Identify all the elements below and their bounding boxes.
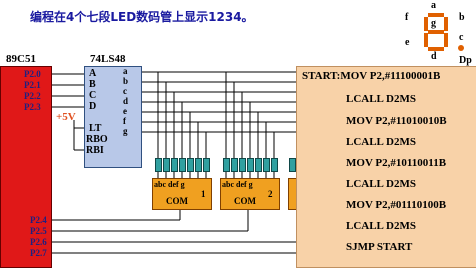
decoder-output: d	[123, 96, 129, 106]
code-line: LCALL D2MS	[346, 220, 416, 232]
decoder-output: e	[123, 106, 127, 116]
decoder-chip	[84, 66, 142, 168]
segment-label: e	[405, 37, 410, 48]
code-line: START:MOV P2,#11100001B	[302, 70, 441, 82]
vcc-label: +5V	[56, 111, 76, 123]
segment-dp	[458, 45, 464, 51]
resistor	[263, 158, 270, 172]
segment-label: g	[431, 18, 436, 29]
code-box	[296, 66, 476, 268]
seven-segment-diagram	[424, 13, 464, 51]
code-line: LCALL D2MS	[346, 178, 416, 190]
display-pins: abc def g	[154, 180, 185, 189]
code-line: MOV P2,#01110100B	[346, 199, 447, 211]
decoder-control: RBO	[86, 134, 108, 145]
decoder-output: b	[123, 76, 129, 86]
resistor	[187, 158, 194, 172]
mcu-name: 89C51	[6, 53, 36, 65]
resistor	[223, 158, 230, 172]
code-line: SJMP START	[346, 241, 413, 253]
pin-label: P2.4	[30, 215, 47, 225]
decoder-name: 74LS48	[90, 53, 126, 65]
pin-label: P2.2	[24, 91, 41, 101]
resistor	[247, 158, 254, 172]
resistor	[155, 158, 162, 172]
segment-label: c	[459, 32, 464, 43]
segment-label: d	[431, 51, 437, 62]
led-display-1	[152, 178, 212, 210]
decoder-output: g	[123, 126, 128, 136]
segment-a	[428, 13, 444, 17]
resistor	[255, 158, 262, 172]
code-line: MOV P2,#11010010B	[346, 115, 447, 127]
pin-label: P2.3	[24, 102, 41, 112]
segment-b	[444, 17, 448, 31]
segment-label: f	[405, 12, 409, 23]
segment-d	[428, 47, 444, 51]
pin-label: P2.7	[30, 248, 47, 258]
pin-label: P2.6	[30, 237, 47, 247]
mcu-chip	[0, 66, 52, 268]
resistor	[203, 158, 210, 172]
segment-label: Dp	[459, 55, 472, 66]
segment-e	[424, 33, 428, 47]
digit-number: 2	[268, 189, 273, 199]
decoder-control: RBI	[86, 145, 104, 156]
segment-c	[444, 33, 448, 47]
segment-label: b	[459, 12, 465, 23]
resistor	[195, 158, 202, 172]
resistor	[271, 158, 278, 172]
decoder-output: f	[123, 116, 126, 126]
code-line: MOV P2,#10110011B	[346, 157, 447, 169]
decoder-input: D	[89, 101, 97, 112]
pin-label: P2.5	[30, 226, 47, 236]
pin-label: P2.1	[24, 80, 41, 90]
led-display-2	[220, 178, 280, 210]
code-line: LCALL D2MS	[346, 136, 416, 148]
page-title: 编程在4个七段LED数码管上显示1234。	[30, 10, 254, 24]
resistor	[289, 158, 296, 172]
resistor	[239, 158, 246, 172]
digit-number: 1	[201, 189, 206, 199]
code-line: LCALL D2MS	[346, 93, 416, 105]
segment-label: a	[431, 0, 436, 11]
resistor	[163, 158, 170, 172]
resistor	[231, 158, 238, 172]
resistor	[171, 158, 178, 172]
segment-f	[424, 17, 428, 31]
com-label: COM	[234, 196, 256, 206]
decoder-input: C	[89, 90, 97, 101]
com-label: COM	[166, 196, 188, 206]
pin-label: P2.0	[24, 69, 41, 79]
decoder-output: a	[123, 66, 128, 76]
decoder-control: LT	[89, 123, 102, 134]
segment-g	[428, 30, 444, 34]
decoder-input: A	[89, 68, 97, 79]
display-pins: abc def g	[222, 180, 253, 189]
decoder-output: c	[123, 86, 127, 96]
resistor	[179, 158, 186, 172]
decoder-input: B	[89, 79, 96, 90]
